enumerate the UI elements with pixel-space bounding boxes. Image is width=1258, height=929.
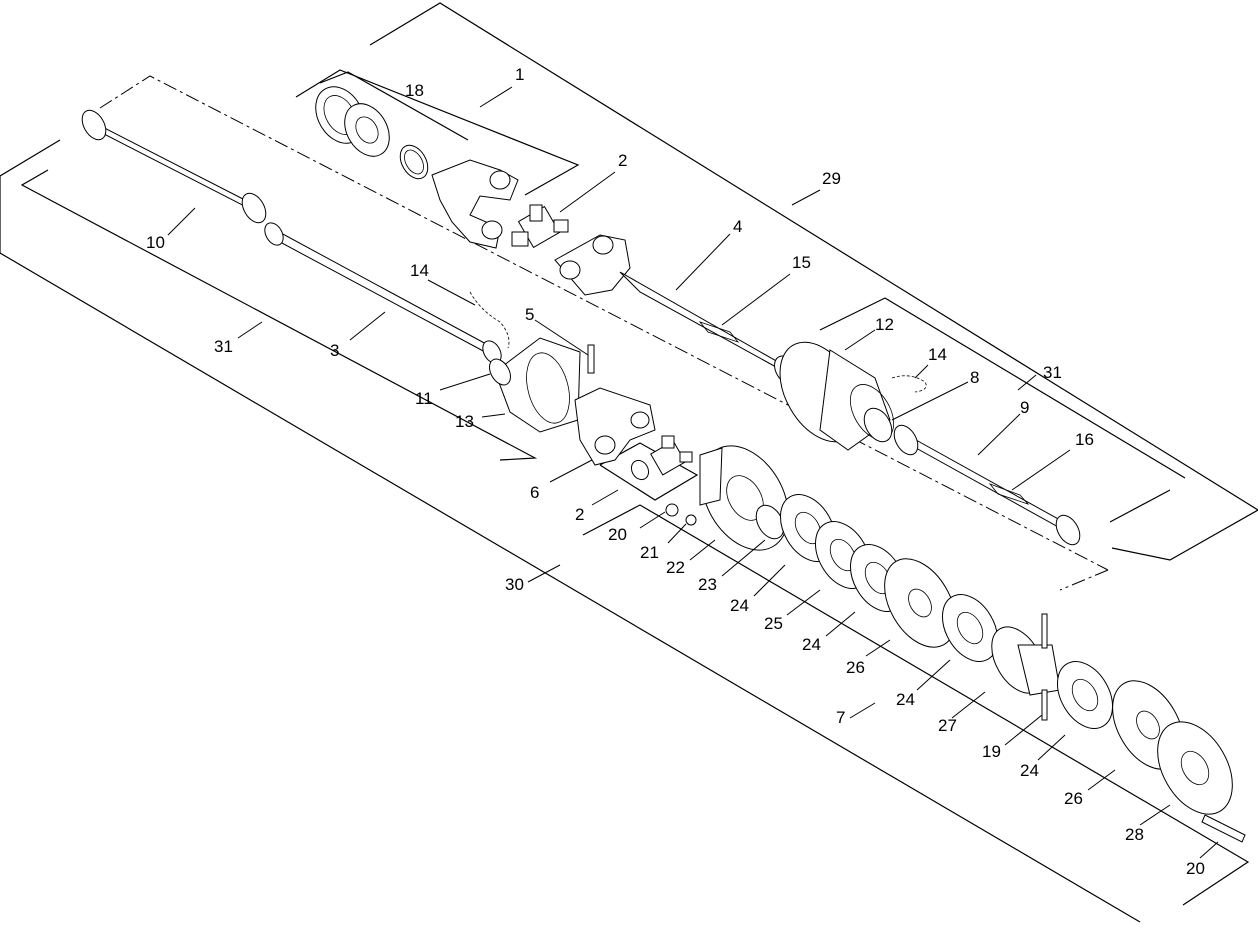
callout-4: 4	[733, 217, 742, 236]
callout-10: 10	[146, 233, 165, 252]
callout-19: 19	[982, 742, 1001, 761]
callout-28: 28	[1125, 825, 1144, 844]
pressure-plate-part-26-a	[884, 558, 956, 648]
bolt-part-20	[1201, 814, 1246, 843]
shield-cone-part-13	[489, 337, 581, 433]
callout-labels: 1 2 4 15 29 18 10 14 5 31 3 11 13 12 14 …	[146, 65, 1205, 878]
callout-13: 13	[455, 412, 474, 431]
hub-part-27	[991, 626, 1061, 696]
callout-23: 23	[698, 575, 717, 594]
callout-6: 6	[530, 483, 539, 502]
chain-part-14-left	[469, 291, 510, 349]
callout-24-a: 24	[730, 596, 749, 615]
callout-21: 21	[640, 543, 659, 562]
callout-30: 30	[505, 575, 524, 594]
callout-12: 12	[875, 315, 894, 334]
callout-31-right: 31	[1043, 363, 1062, 382]
chain-part-14-right	[891, 375, 927, 393]
callout-31-left: 31	[214, 337, 233, 356]
callout-25: 25	[764, 614, 783, 633]
callout-22: 22	[666, 558, 685, 577]
callout-7: 7	[836, 708, 845, 727]
callout-24-d: 24	[1020, 761, 1039, 780]
outer-tube-part-10	[81, 109, 267, 224]
bracket-7	[582, 504, 1250, 906]
bolt-part-19	[1041, 613, 1048, 721]
bracket-2	[599, 442, 699, 501]
inner-tube-part-3	[264, 222, 502, 364]
callout-24-b: 24	[802, 635, 821, 654]
callout-24-c: 24	[896, 690, 915, 709]
callout-26-b: 26	[1064, 789, 1083, 808]
yoke-part-1	[431, 159, 519, 249]
centerline-dashed	[99, 75, 1109, 591]
bracket-1	[295, 69, 580, 196]
tube-part-9	[893, 424, 1081, 546]
bracket-29	[369, 2, 1258, 561]
yoke-tube-part-4	[554, 234, 798, 385]
bracket-31-left	[20, 169, 538, 461]
callout-18: 18	[405, 81, 424, 100]
callout-27: 27	[938, 716, 957, 735]
callout-2-upper: 2	[618, 151, 627, 170]
callout-15: 15	[792, 253, 811, 272]
callout-3: 3	[330, 341, 339, 360]
callout-2-lower: 2	[575, 505, 584, 524]
friction-disc-part-24-d	[1057, 661, 1113, 729]
washer-part-21	[685, 514, 697, 526]
shield-cone-part-12	[779, 341, 895, 451]
callout-16: 16	[1075, 430, 1094, 449]
callout-14-right: 14	[928, 345, 947, 364]
bracket-30	[0, 139, 1141, 923]
bracket-31-right	[819, 297, 1186, 523]
yoke-part-6	[574, 387, 656, 466]
callout-26-a: 26	[846, 658, 865, 677]
callout-29: 29	[822, 169, 841, 188]
friction-disc-part-24-c	[942, 594, 998, 662]
callout-8: 8	[970, 368, 979, 387]
shield-rings-part-18	[315, 86, 429, 180]
cross-part-2-lower	[630, 435, 693, 481]
leader-lines	[167, 86, 1219, 859]
nut-part-20	[665, 503, 679, 517]
callout-20-lower: 20	[1186, 859, 1205, 878]
cross-part-2-upper	[511, 204, 569, 249]
callout-11: 11	[415, 389, 433, 408]
cover-plate-part-28	[1157, 721, 1233, 815]
callout-1: 1	[515, 65, 524, 84]
pin-part-5	[587, 344, 595, 374]
bracket-18	[319, 71, 469, 141]
callout-9: 9	[1020, 398, 1029, 417]
callout-14-left: 14	[410, 261, 429, 280]
callout-5: 5	[525, 305, 534, 324]
callout-20-upper: 20	[608, 525, 627, 544]
